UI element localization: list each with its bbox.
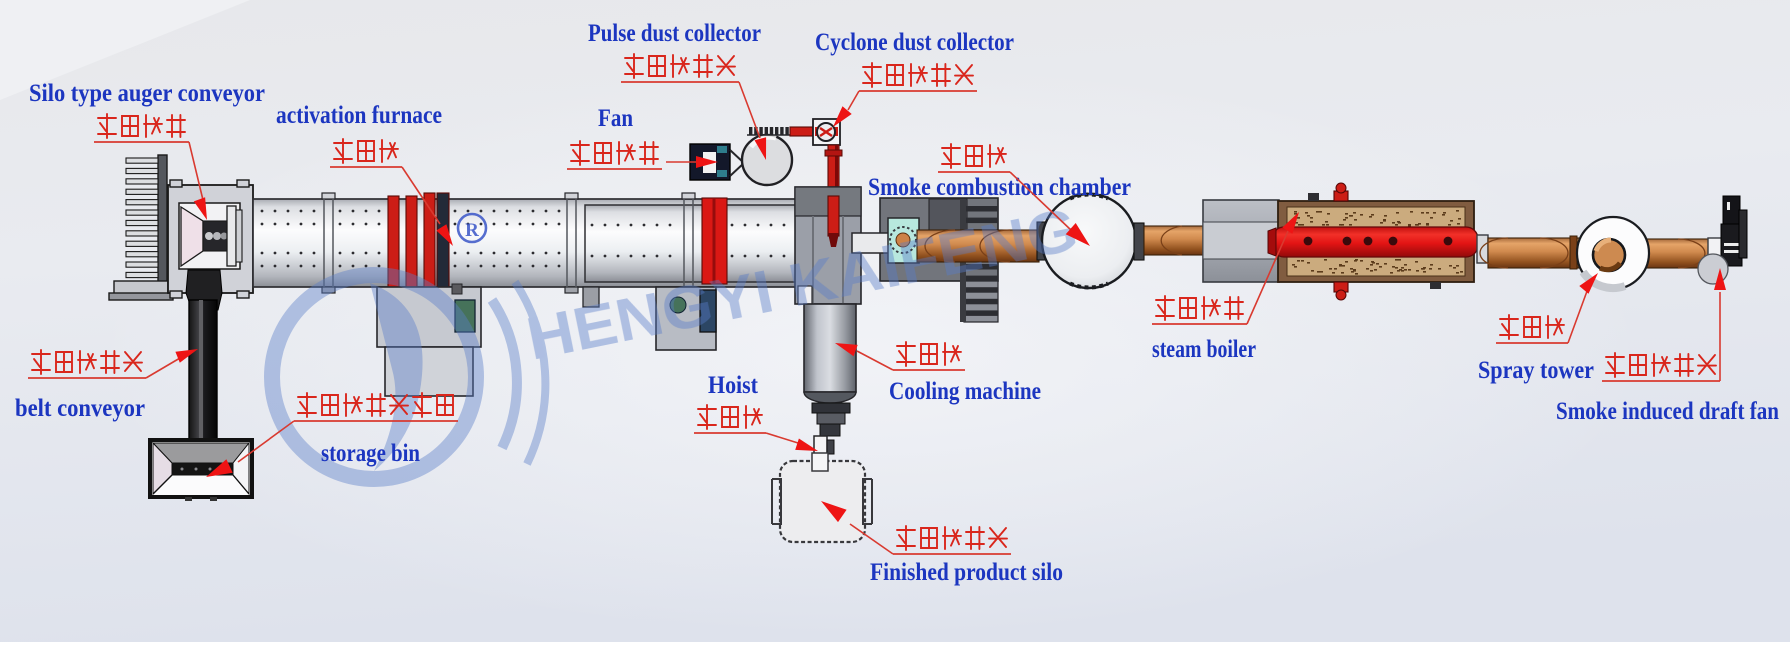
svg-text:Smoke induced draft fan: Smoke induced draft fan: [1556, 398, 1779, 425]
svg-text:Spray tower: Spray tower: [1478, 357, 1594, 384]
svg-text:steam boiler: steam boiler: [1152, 336, 1256, 363]
svg-text:activation furnace: activation furnace: [276, 102, 442, 129]
svg-text:Cooling machine: Cooling machine: [889, 378, 1041, 405]
svg-text:Cyclone dust collector: Cyclone dust collector: [815, 29, 1014, 56]
svg-text:Smoke combustion chamber: Smoke combustion chamber: [868, 174, 1131, 201]
svg-text:Finished product silo: Finished product silo: [870, 559, 1063, 586]
svg-text:storage bin: storage bin: [321, 440, 420, 467]
svg-text:Silo type auger conveyor: Silo type auger conveyor: [29, 80, 265, 107]
svg-text:Hoist: Hoist: [708, 372, 759, 399]
svg-text:Fan: Fan: [598, 105, 633, 132]
svg-text:Pulse dust collector: Pulse dust collector: [588, 20, 761, 47]
svg-text:belt conveyor: belt conveyor: [15, 395, 145, 422]
svg-text:R: R: [465, 220, 479, 241]
